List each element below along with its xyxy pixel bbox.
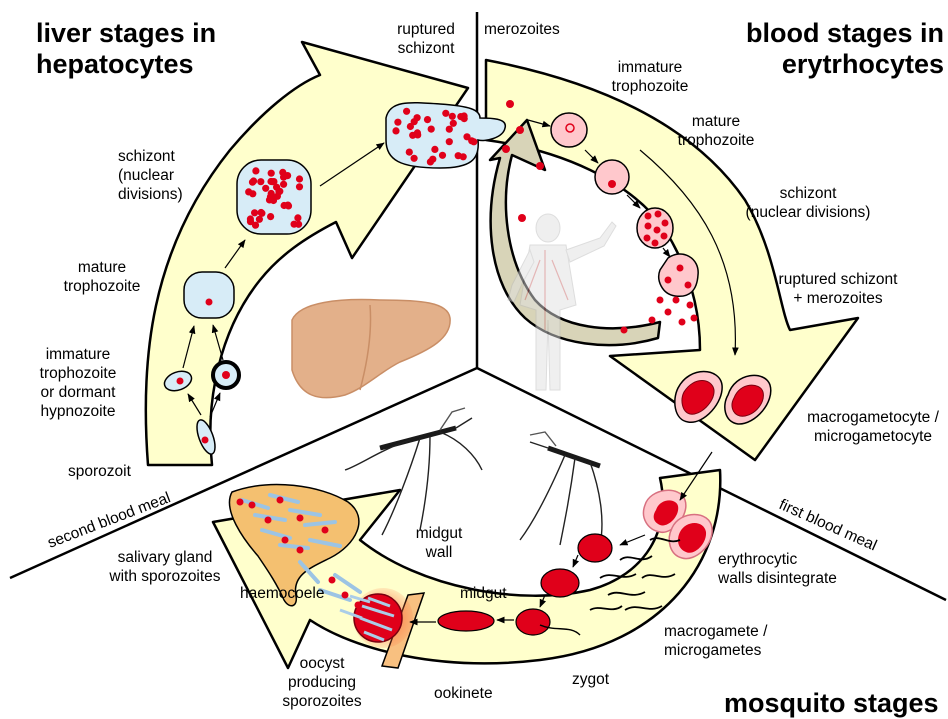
nucleus-dot	[409, 132, 416, 139]
label-schizont-blood: schizont (nuclear divisions)	[718, 184, 898, 222]
nucleus-dot	[296, 175, 303, 182]
nucleus-dot	[406, 149, 413, 156]
nucleus-dot	[296, 183, 303, 190]
nucleus-dot	[245, 188, 252, 195]
nucleus-dot	[411, 155, 418, 162]
nucleus-dot	[439, 152, 446, 159]
nucleus-dot	[269, 178, 276, 185]
nucleus-dot	[449, 113, 456, 120]
label-ookinete: ookinete	[434, 684, 493, 703]
nucleus-dot	[403, 108, 410, 115]
label-oocyst: oocyst producing sporozoites	[272, 654, 372, 711]
label-ruptured-schizont-liver: ruptured schizont	[383, 20, 469, 58]
label-gametocytes: macrogametocyte / microgametocyte	[800, 408, 946, 446]
label-second-blood-meal: second blood meal	[45, 489, 173, 552]
label-midgut-wall: midgut wall	[404, 524, 474, 562]
nucleus-dot	[461, 115, 468, 122]
nucleus-dot	[294, 214, 301, 221]
nucleus-dot	[463, 133, 470, 140]
mosquito-right-illustration	[520, 432, 602, 545]
nucleus-dot	[450, 120, 457, 127]
nucleus-dot	[256, 216, 263, 223]
cell-mature-trophozoite	[184, 272, 234, 318]
nucleus-dot	[258, 209, 265, 216]
human-figure-illustration	[508, 214, 616, 390]
cell-macrogamete-1	[578, 534, 612, 562]
nucleus-dot	[247, 218, 254, 225]
label-erythrocytic-walls: erythrocytic walls disintegrate	[718, 550, 837, 588]
label-ruptured-schizont-merozoites: ruptured schizont + merozoites	[758, 270, 918, 308]
heading-liver-stages: liver stages in hepatocytes	[36, 18, 216, 80]
label-schizont-liver: schizont (nuclear divisions)	[118, 147, 183, 204]
label-mature-trophozoite-blood: mature trophozoite	[660, 112, 772, 150]
label-sporozoit: sporozoit	[68, 462, 131, 481]
nucleus-dot	[267, 213, 274, 220]
nucleus-dot	[257, 178, 264, 185]
nucleus-dot	[268, 190, 275, 197]
rbc-ruptured-schizont	[659, 254, 698, 296]
rbc-immature-trophozoite	[551, 113, 587, 147]
label-salivary-gland: salivary gland with sporozoites	[90, 548, 240, 586]
label-first-blood-meal: first blood meal	[776, 496, 879, 554]
nucleus-dot	[262, 185, 269, 192]
label-immature-trophozoite-liver: immature trophozoite or dormant hypnozoi…	[28, 345, 128, 421]
nucleus-dot	[431, 146, 438, 153]
cell-ookinete	[438, 611, 494, 631]
nucleus-dot	[414, 114, 421, 121]
nucleus-dot	[427, 158, 434, 165]
cell-macrogamete-2	[541, 569, 579, 597]
nucleus-dot	[442, 110, 449, 117]
nucleus-dot	[250, 177, 257, 184]
label-immature-trophozoite-blood: immature trophozoite	[594, 58, 706, 96]
nucleus-dot	[280, 181, 287, 188]
nucleus-dot	[268, 170, 275, 177]
nucleus-dot	[428, 126, 435, 133]
label-merozoites: merozoites	[484, 20, 560, 39]
heading-mosquito-stages: mosquito stages	[724, 688, 939, 719]
nucleus-dot	[252, 167, 259, 174]
heading-blood-stages: blood stages in erytrhocytes	[700, 18, 944, 80]
label-zygot: zygot	[572, 670, 609, 689]
nucleus-dot	[424, 116, 431, 123]
nucleus-dot	[284, 202, 291, 209]
label-haemocoele: haemocoele	[240, 584, 324, 603]
nucleus-dot	[251, 209, 258, 216]
label-mature-trophozoite-liver: mature trophozoite	[52, 258, 152, 296]
nucleus-dot	[394, 119, 401, 126]
nucleus-dot	[455, 152, 462, 159]
nucleus-dot	[446, 126, 453, 133]
nucleus-dot	[276, 188, 283, 195]
nucleus-dot	[284, 172, 291, 179]
nucleus-dot	[407, 123, 414, 130]
nucleus-dot	[392, 127, 399, 134]
nucleus-dot	[446, 138, 453, 145]
label-macrogamete: macrogamete / microgametes	[664, 622, 767, 660]
cell-zygot	[516, 609, 550, 635]
label-midgut: midgut	[460, 584, 507, 603]
rbc-mature-trophozoite	[595, 160, 629, 194]
nucleus-dot	[291, 221, 298, 228]
